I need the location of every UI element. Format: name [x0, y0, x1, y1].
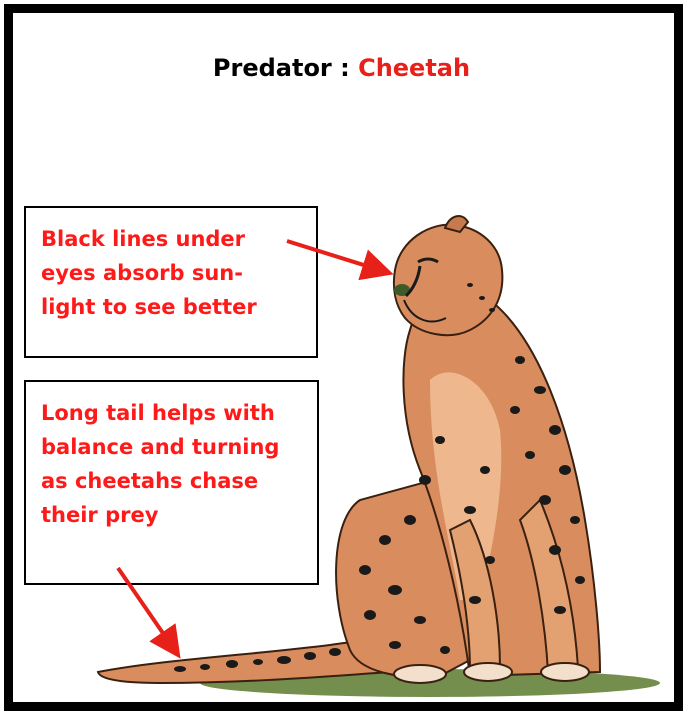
cheetah-paw-hind — [394, 665, 446, 683]
arrow-to-eyes — [287, 241, 386, 272]
cheetah-paw-right — [541, 663, 589, 681]
cheetah-paw-left — [464, 663, 512, 681]
arrow-to-tail — [118, 568, 176, 652]
cheetah-head — [394, 225, 502, 335]
